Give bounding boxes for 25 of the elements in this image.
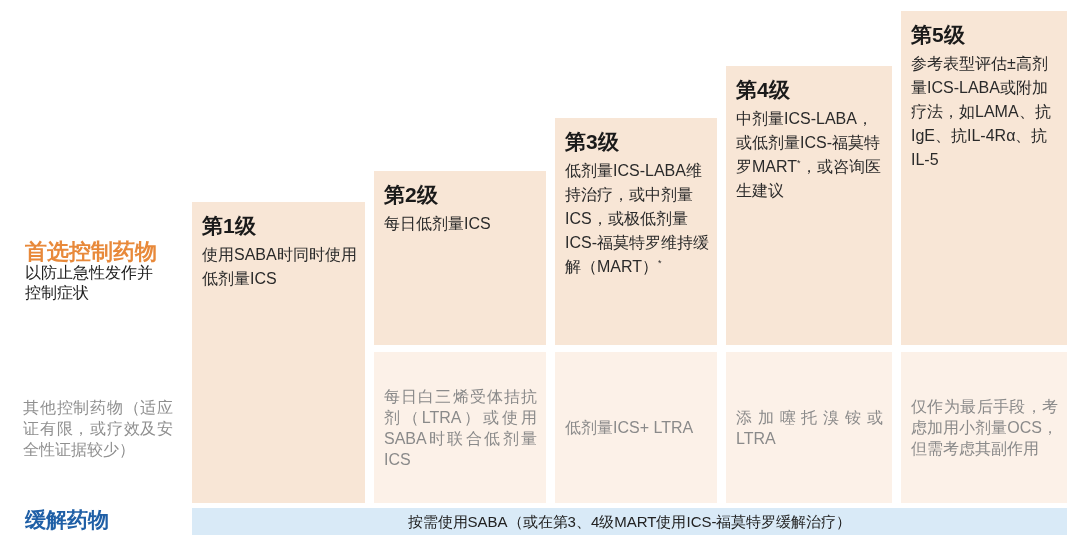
step-heading: 第2级 <box>384 182 439 208</box>
treatment-text: 低剂量ICS-LABA维持治疗，或中剂量ICS，或极低剂量ICS-福莫特罗维持缓解（MART）$^{*}$ <box>565 161 709 277</box>
treatment-text: 中剂量ICS-LABA，或低剂量ICS-福莫特罗MART$^{*}$，或咨询医生建议 <box>736 109 882 201</box>
step-card <box>555 118 717 345</box>
treatment-text: 低剂量ICS+ LTRA <box>565 418 695 438</box>
row-heading: 首选控制药物 <box>25 238 158 264</box>
reliever-bar <box>192 508 1067 535</box>
step-card <box>901 11 1067 345</box>
step-card <box>374 171 546 345</box>
step-heading: 第5级 <box>911 22 966 48</box>
row-heading: 其他控制药物（适应证有限，或疗效及安全性证据较少） <box>23 398 173 460</box>
treatment-text: 参考表型评估±高剂量ICS-LABA或附加疗法，如LAMA、抗IgE、抗IL-4Rα、抗IL-5 <box>911 54 1052 170</box>
row-description: 以防止急性发作并控制症状 <box>25 263 154 303</box>
step-heading: 第4级 <box>736 77 791 103</box>
treatment-text: 按需使用SABA（或在第3、4级MART使用ICS-福莫特罗缓解治疗） <box>407 511 852 532</box>
step-heading: 第1级 <box>202 213 257 239</box>
treatment-text: 仅作为最后手段，考虑加用小剂量OCS，但需考虑其副作用 <box>911 397 1058 459</box>
treatment-text: 使用SABA时同时使用低剂量ICS <box>202 245 357 289</box>
treatment-text: 添加噻托溴铵或LTRA <box>736 407 883 449</box>
step-card <box>192 202 365 503</box>
row-heading: 缓解药物 <box>25 507 110 533</box>
treatment-text: 每日白三烯受体拮抗剂（LTRA）或使用SABA时联合低剂量ICS <box>384 386 537 470</box>
step-card <box>726 66 892 345</box>
step-heading: 第3级 <box>565 129 620 155</box>
treatment-text: 每日低剂量ICS <box>384 214 492 234</box>
